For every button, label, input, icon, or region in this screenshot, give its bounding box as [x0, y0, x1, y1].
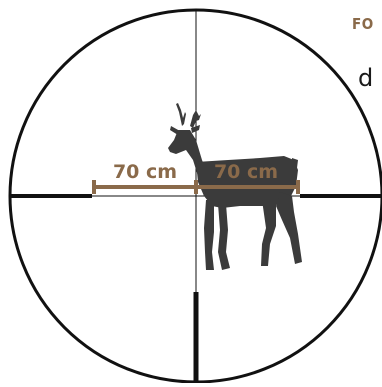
corner-letter: d: [358, 64, 373, 92]
measurement-label-left: 70 cm: [113, 161, 177, 183]
corner-heading-fragment: FO: [352, 15, 374, 33]
measurement-label-right: 70 cm: [214, 161, 278, 183]
